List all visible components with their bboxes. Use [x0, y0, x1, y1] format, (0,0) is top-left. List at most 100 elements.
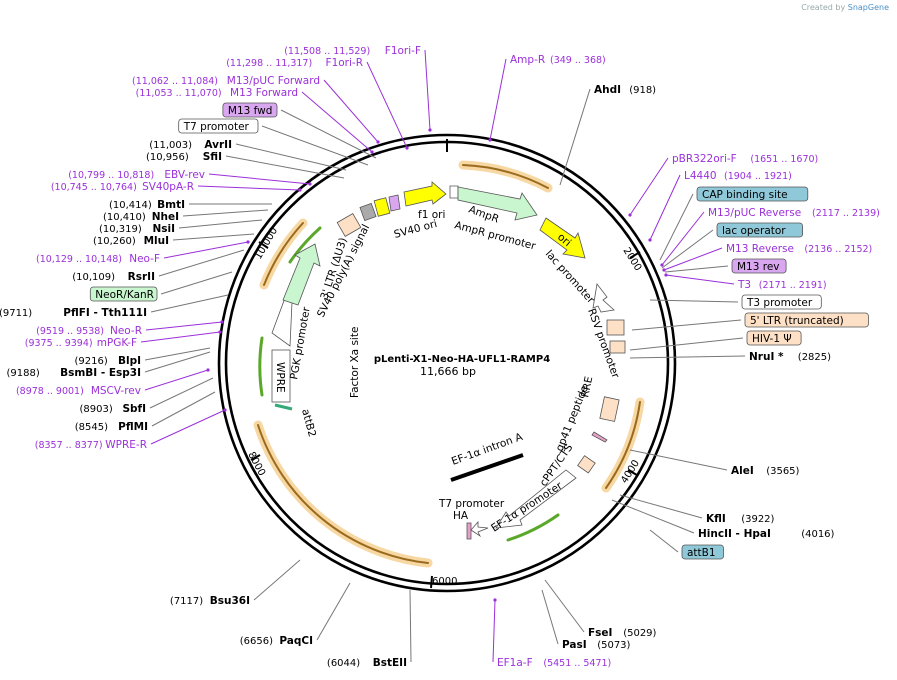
primer-label: L4440(1904 .. 1921): [684, 170, 792, 182]
feature-box-label: NeoR/KanR: [89, 286, 158, 302]
ampr-promoter-arrow: [449, 185, 459, 199]
snapgene-credit: Created by SnapGene: [801, 3, 889, 12]
primer-mark: [664, 273, 668, 277]
primer-mark: [376, 140, 380, 144]
label-coord: (10,129 .. 10,148): [36, 254, 122, 265]
plasmid-name: pLenti-X1-Neo-HA-UFL1-RAMP4: [374, 354, 550, 365]
connector-line: [489, 58, 507, 141]
label-coord: (3565): [766, 466, 799, 477]
label-name: Neo-R: [110, 325, 142, 337]
connector-line: [149, 377, 214, 409]
site-label: RsrII(10,109): [72, 271, 155, 283]
label-name: AleI: [731, 465, 754, 477]
feature-label: WPRE: [274, 362, 286, 393]
label-name: M13 Forward: [230, 87, 298, 99]
connector-line: [150, 294, 229, 313]
connector-line: [150, 409, 226, 445]
connector-line: [366, 61, 408, 149]
label-name: F1ori-R: [326, 57, 363, 69]
label-name: RsrII: [128, 271, 155, 283]
primer-mark: [628, 213, 632, 217]
green-arcs: [258, 226, 560, 542]
label-coord: (4016): [801, 529, 834, 540]
connector-line: [144, 369, 209, 391]
label-coord: (6656): [240, 636, 273, 647]
sv40ori-block: [373, 197, 391, 217]
neor-arrow: [282, 243, 321, 306]
label-name: BmtI: [157, 199, 185, 211]
feature-label: PGK promoter: [288, 305, 313, 380]
connector-line: [316, 582, 351, 641]
primer-mark: [660, 263, 664, 267]
right-connectors: [488, 58, 746, 663]
site-label: NruI *(2825): [749, 351, 831, 363]
label-coord: (9216): [75, 356, 108, 367]
feature-shapes: [271, 181, 626, 540]
label-name: T3: [737, 279, 751, 291]
plasmid-length: 11,666 bp: [420, 365, 476, 378]
tick-marks: [250, 139, 641, 589]
primer-label: Amp-R(349 .. 368): [510, 54, 606, 66]
label-coord: (918): [629, 85, 656, 96]
label-name: M13 Reverse: [726, 243, 794, 255]
label-coord: (5451 .. 5471): [543, 658, 611, 669]
connector-line: [611, 499, 695, 534]
feature-box: [681, 544, 724, 560]
connector-line: [225, 155, 345, 179]
label-coord: (11,053 .. 11,070): [136, 88, 222, 99]
site-label: BlpI(9216): [75, 355, 141, 367]
site-label: AleI (3565): [731, 465, 800, 477]
label-name: L4440: [684, 170, 717, 182]
site-label: SbfI(8903): [80, 403, 146, 415]
feature-box-label: HIV-1 Ψ: [746, 330, 802, 346]
feature-box: [696, 186, 809, 202]
connector-line: [323, 79, 379, 143]
left-labels: F1ori-F(11,508 .. 11,529)F1ori-R (11,298 …: [0, 45, 421, 669]
label-name: EF1a-F: [497, 657, 533, 669]
credit-brand: SnapGene: [847, 3, 889, 12]
primer-mark: [308, 182, 312, 186]
label-coord: (9519 .. 9538): [36, 326, 104, 337]
connector-line: [182, 209, 269, 217]
feature-box: [89, 286, 158, 302]
label-coord: (8357 .. 8377): [35, 440, 103, 451]
label-name: EBV-rev: [164, 169, 205, 181]
label-coord: (1651 .. 1670): [750, 154, 818, 165]
connector-line: [631, 319, 742, 331]
connector-line: [235, 143, 347, 171]
connector-line: [492, 599, 496, 663]
connector-line: [301, 91, 373, 153]
connector-line: [261, 125, 369, 166]
connector-line: [649, 299, 739, 303]
primer-label: M13/pUC Forward(11,062 .. 11,084): [132, 75, 320, 87]
label-name: Neo-F: [129, 253, 160, 265]
label-name: NruI *: [749, 351, 784, 363]
label-coord: (5029): [623, 628, 656, 639]
t7-inner-arrow: [470, 520, 489, 538]
label-name: pBR322ori-F: [672, 153, 737, 165]
label-name: F1ori-F: [385, 45, 421, 57]
feature-box-text: M13 fwd: [228, 105, 273, 117]
label-name: KflI: [706, 513, 726, 525]
primer-label: pBR322ori-F (1651 .. 1670): [672, 153, 818, 165]
site-label: HincII - HpaI(4016): [698, 528, 835, 540]
label-name: NsiI: [152, 223, 175, 235]
primer-label: F1ori-F(11,508 .. 11,529): [284, 45, 421, 57]
f1-ori-arrow: [403, 181, 447, 207]
primer-label: WPRE-R(8357 .. 8377): [35, 439, 147, 451]
connector-line: [665, 274, 735, 285]
connector-line: [541, 589, 559, 645]
primer-label: SV40pA-R(10,745 .. 10,764): [51, 181, 194, 193]
site-label: BstEII(6044): [327, 657, 407, 669]
label-coord: (6044): [327, 658, 360, 669]
label-coord: (11,298 .. 11,317): [226, 58, 312, 69]
tick-2000: 2000: [620, 246, 643, 273]
feature-box-text: lac operator: [722, 225, 786, 237]
tick-6000: 6000: [432, 576, 457, 587]
site-label: AhdI(918): [594, 84, 656, 96]
pgk-arrow: [271, 297, 293, 347]
feature-box: [741, 294, 822, 310]
feature-label: lac promoter: [543, 248, 597, 306]
connector-line: [158, 249, 245, 277]
